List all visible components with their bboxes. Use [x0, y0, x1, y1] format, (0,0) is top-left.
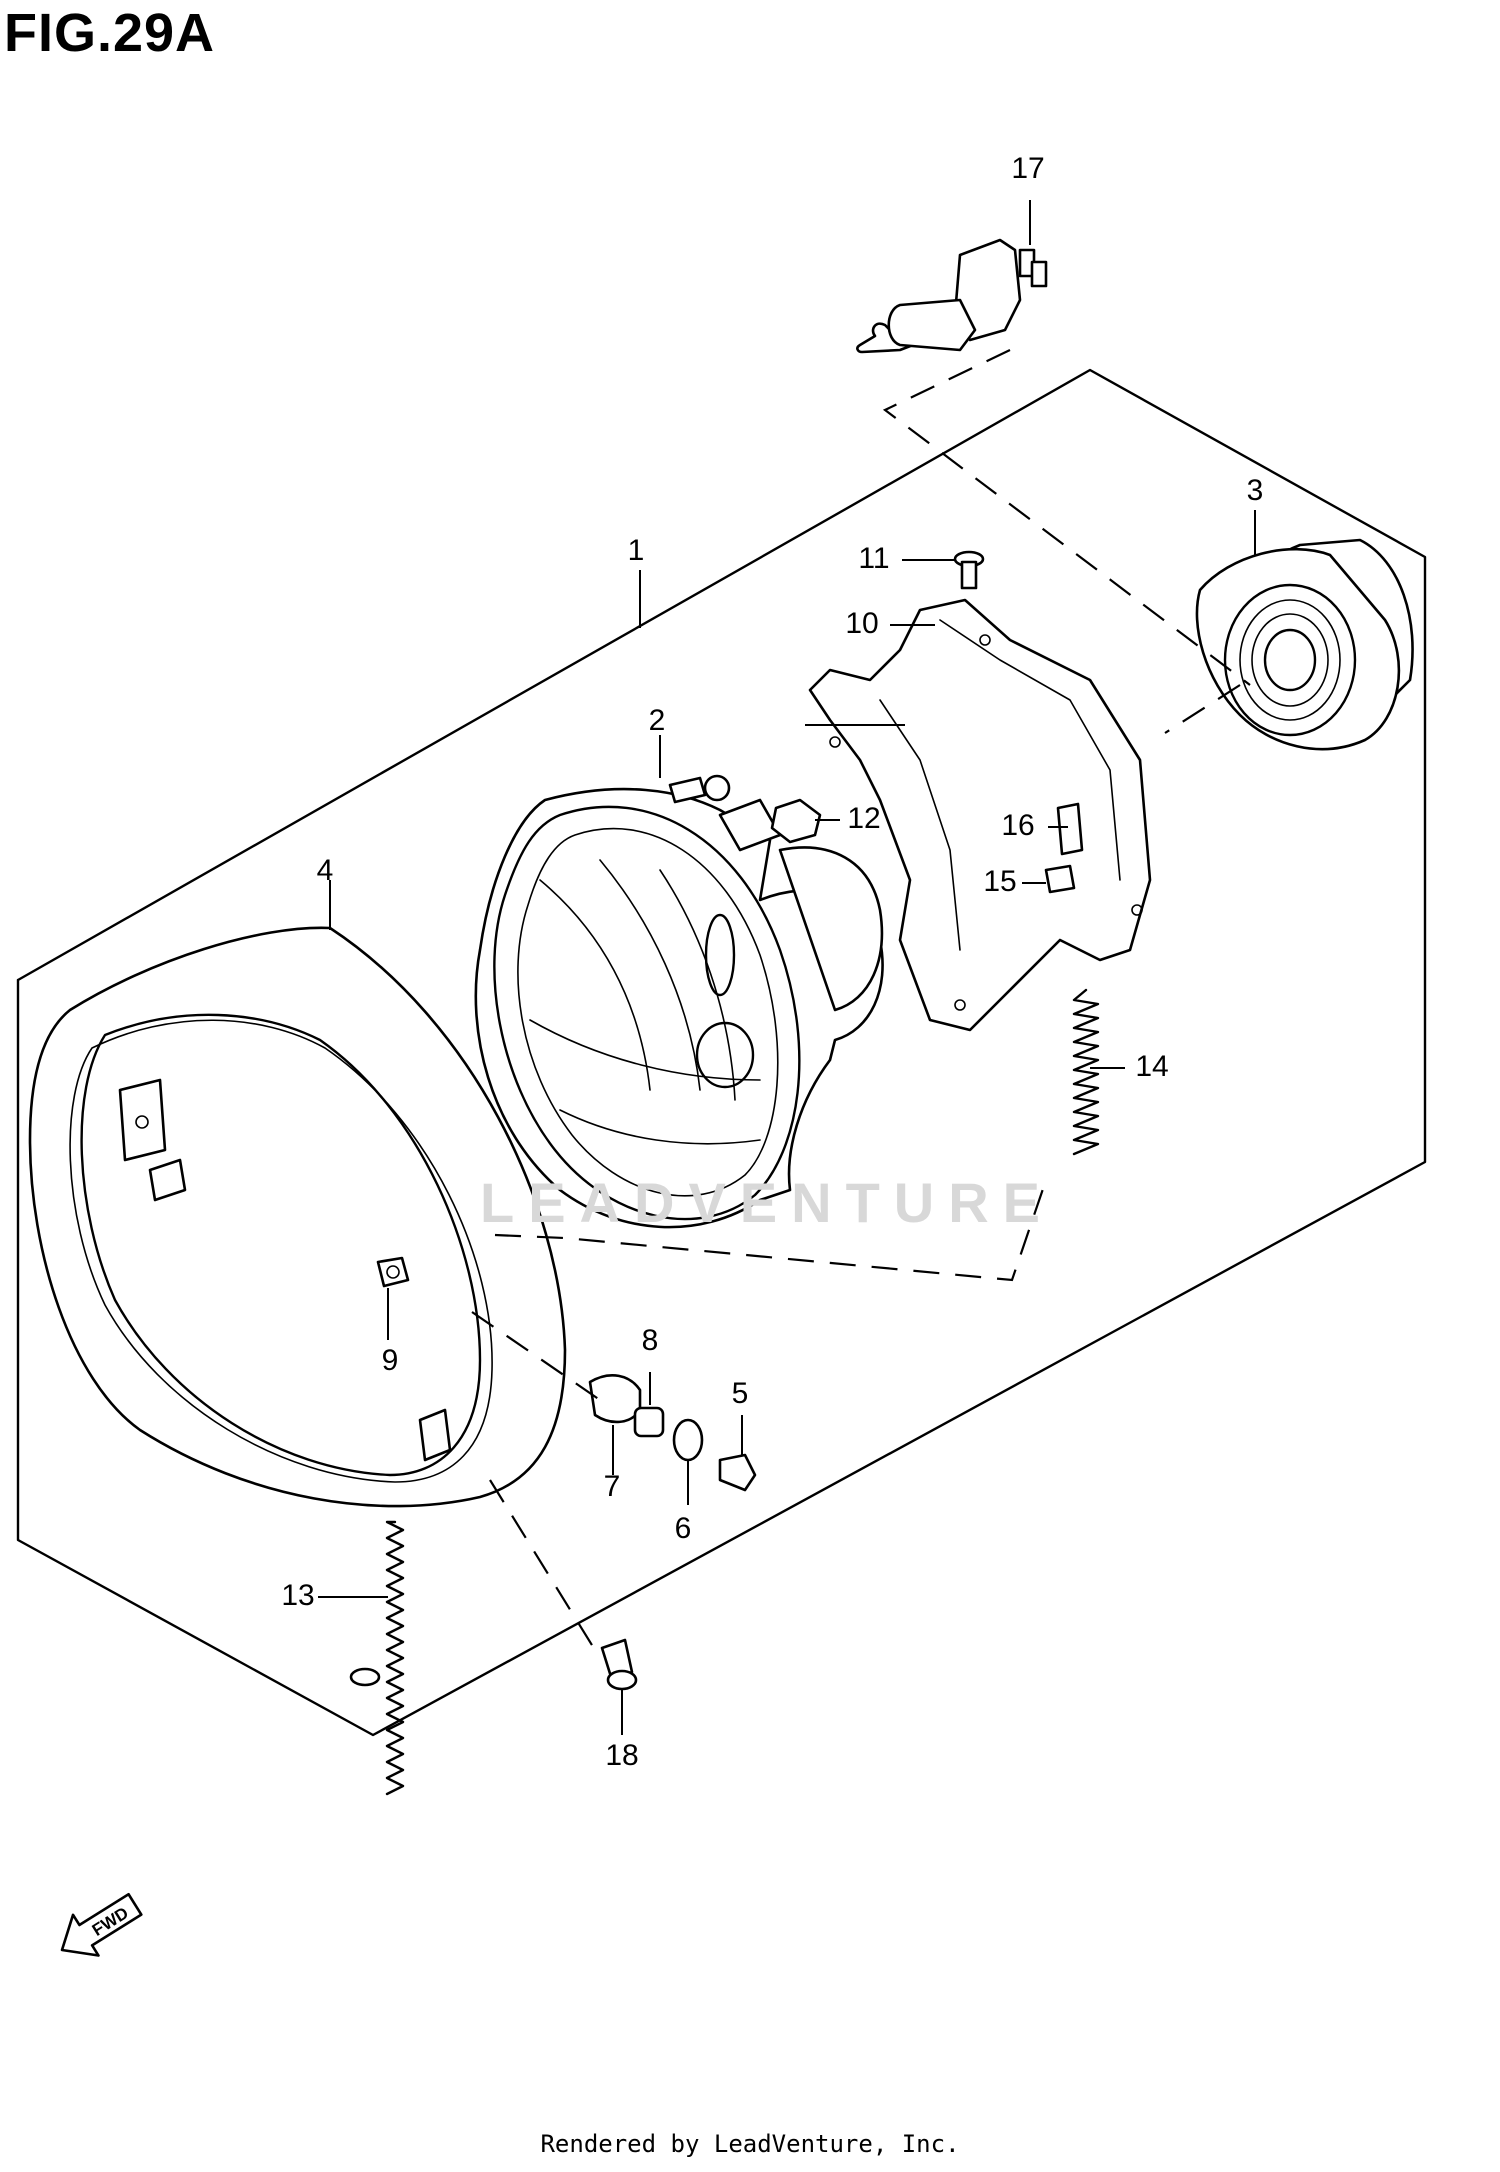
- watermark-text: LEADVENTURE: [480, 1171, 1055, 1234]
- footer-credit: Rendered by LeadVenture, Inc.: [540, 2130, 960, 2158]
- callout-12: 12: [847, 802, 880, 835]
- clip-15: [1044, 864, 1076, 894]
- callout-11: 11: [858, 542, 889, 575]
- callout-17: 17: [1011, 152, 1044, 185]
- callout-10: 10: [845, 607, 878, 640]
- pin-16: [1056, 802, 1084, 856]
- callout-15: 15: [983, 865, 1016, 898]
- callout-5: 5: [732, 1377, 749, 1410]
- callout-7: 7: [604, 1470, 621, 1503]
- callout-2: 2: [649, 704, 666, 737]
- callout-8: 8: [642, 1324, 659, 1357]
- grommet-7: [588, 1374, 642, 1424]
- screw-13: [385, 1520, 405, 1796]
- washer-6: [672, 1418, 704, 1462]
- nut-12: [770, 798, 822, 844]
- collar-8: [633, 1406, 665, 1438]
- spring-14: [1072, 988, 1100, 1156]
- forward-arrow-icon: FWD: [60, 1892, 143, 1957]
- callout-13: 13: [281, 1579, 314, 1612]
- callout-9: 9: [382, 1344, 399, 1377]
- housing-nut: [376, 1256, 410, 1288]
- bulb-17: [856, 238, 1048, 354]
- callout-6: 6: [675, 1512, 692, 1545]
- callout-16: 16: [1001, 809, 1034, 842]
- screw-11: [953, 550, 985, 590]
- screw-5: [718, 1453, 757, 1492]
- callout-4: 4: [317, 854, 334, 887]
- headlamp-housing: [28, 926, 567, 1508]
- callout-3: 3: [1247, 474, 1264, 507]
- figure-title: FIG.29A: [4, 3, 216, 63]
- callout-18: 18: [605, 1739, 638, 1772]
- headlamp-unit: [474, 774, 884, 1229]
- assembly-outline: [16, 368, 1427, 1737]
- mounting-bracket: [808, 598, 1152, 1032]
- bulb-cover: [1195, 538, 1414, 751]
- callout-1: 1: [628, 534, 645, 567]
- callout-14: 14: [1135, 1050, 1168, 1083]
